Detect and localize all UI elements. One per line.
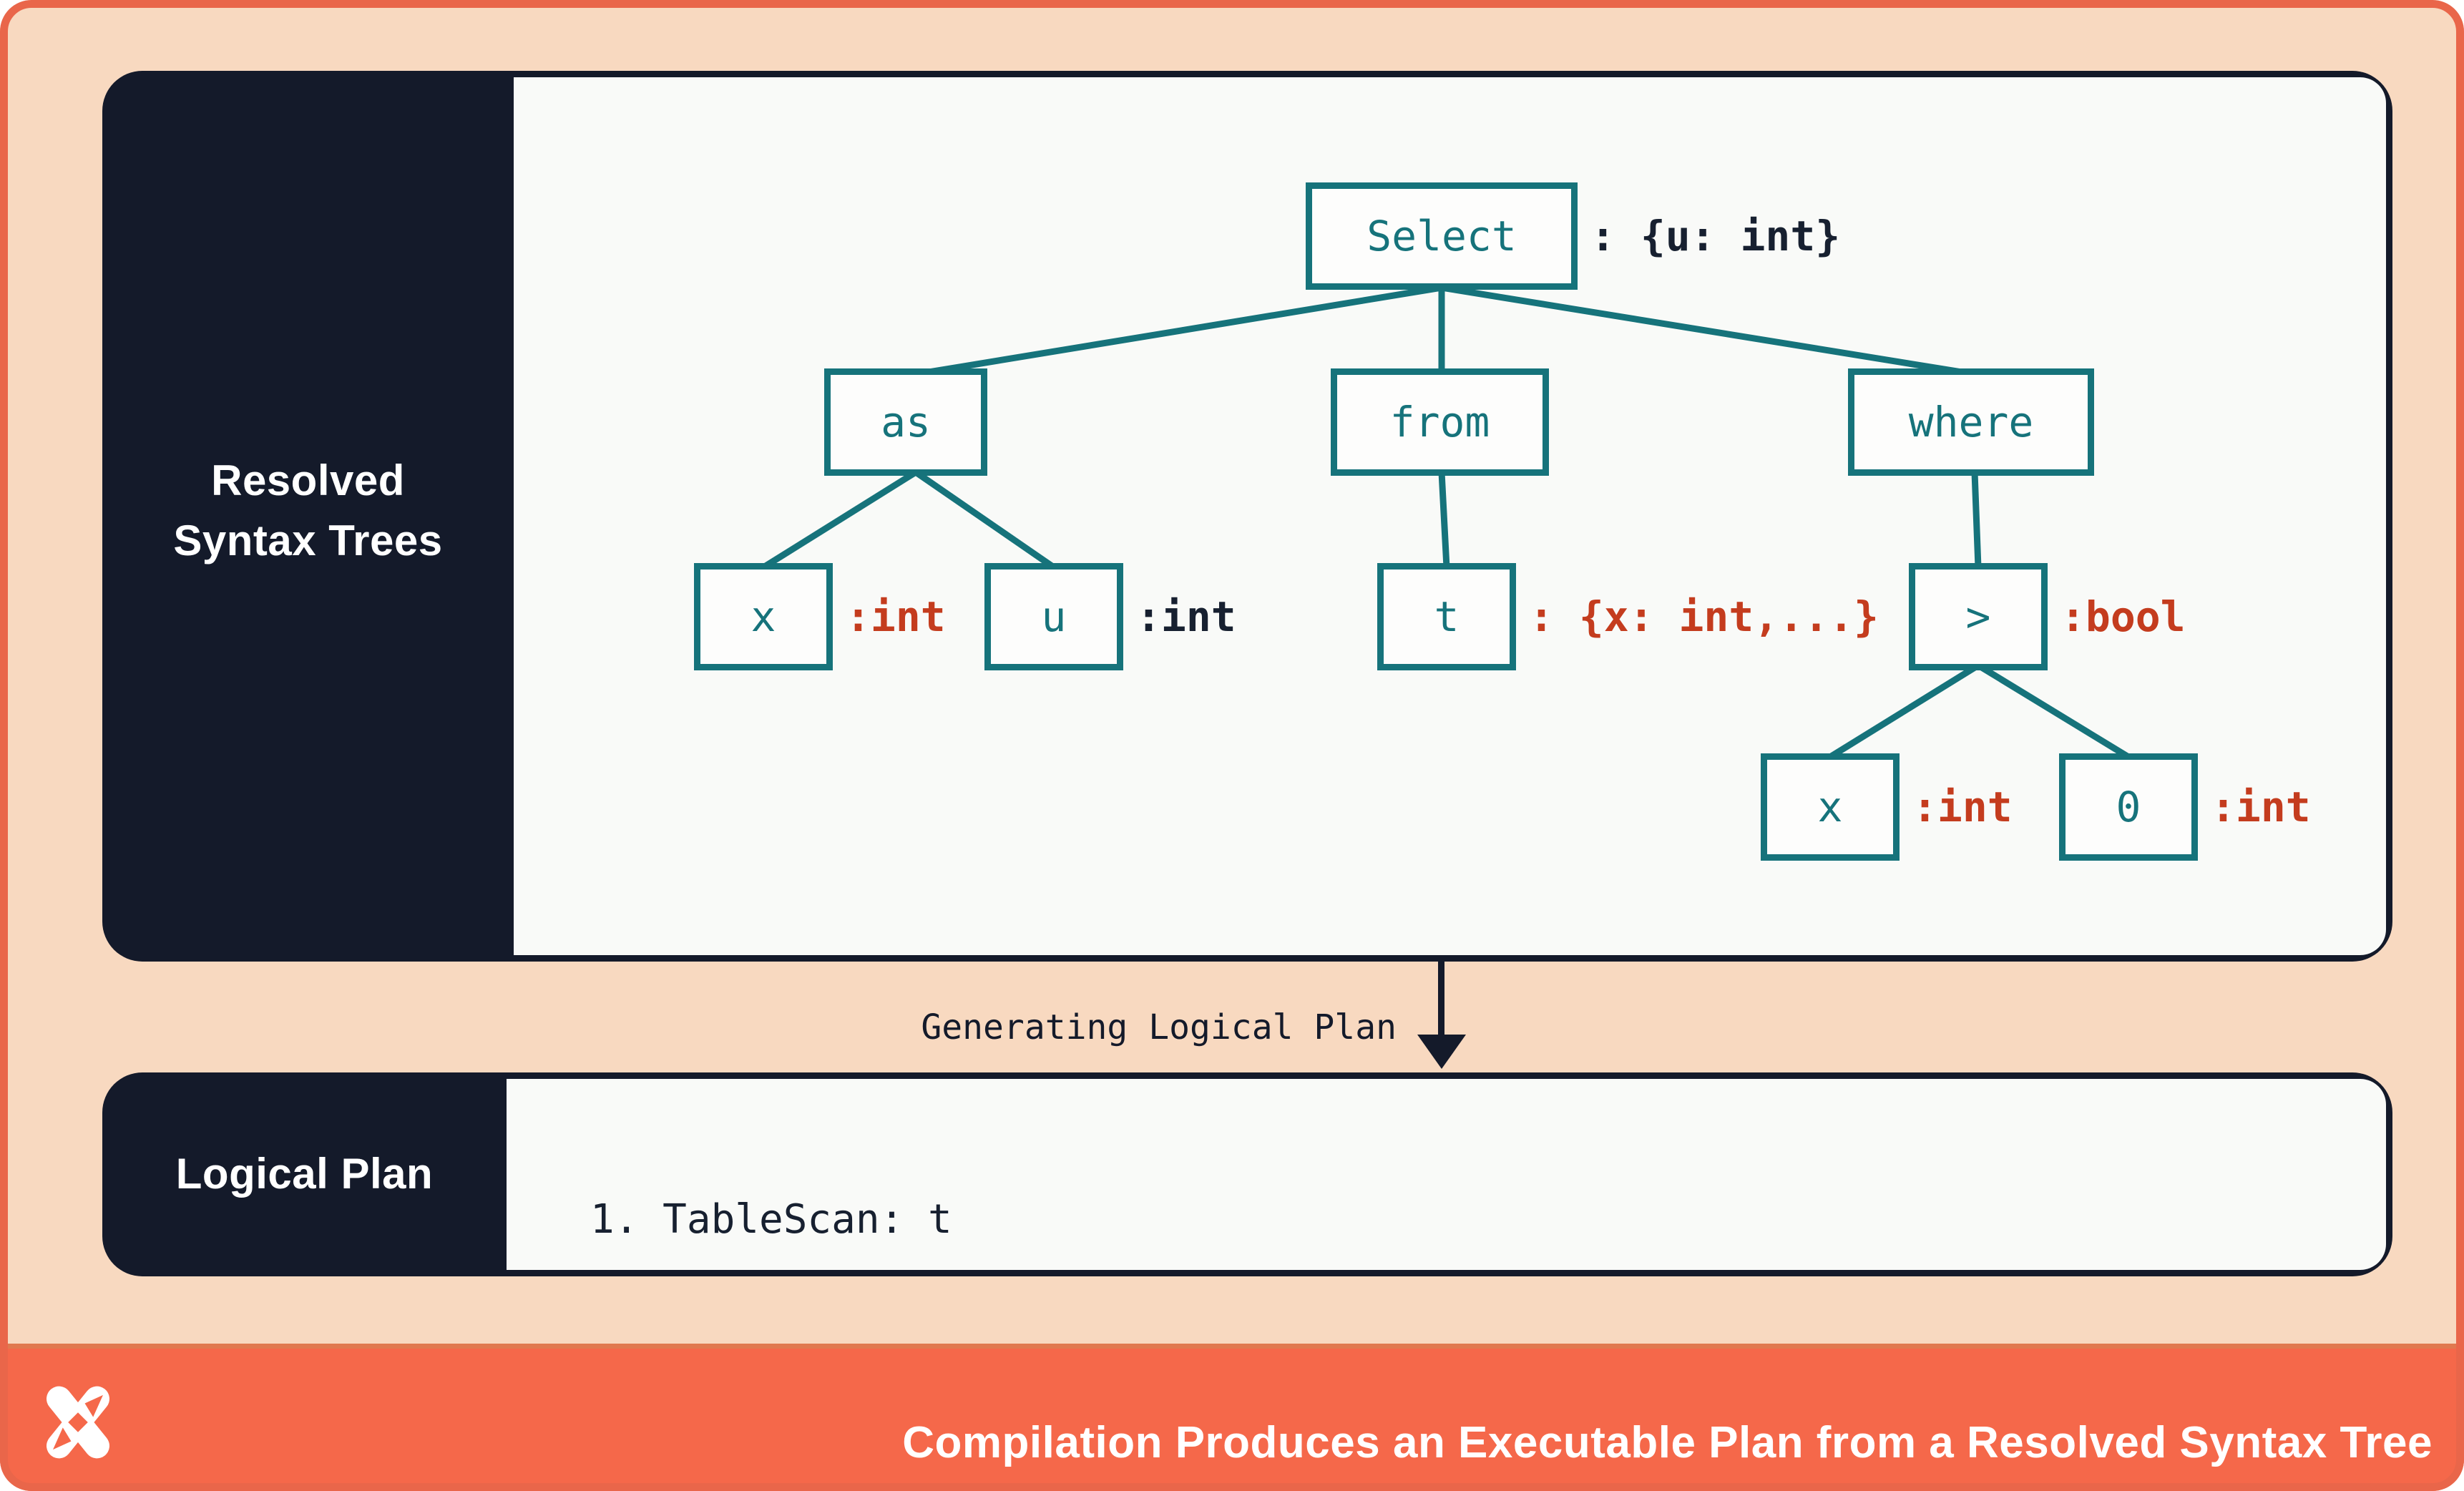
type-annotation-zero: :int <box>2211 783 2311 831</box>
brand-x-logo-icon <box>47 1386 109 1459</box>
type-annotation-select: : {u: int} <box>1590 212 1841 260</box>
tree-node-t: t <box>1377 563 1516 670</box>
tree-node-u: u <box>984 563 1123 670</box>
tree-node-from: from <box>1331 368 1549 476</box>
transition-label: Generating Logical Plan <box>921 1007 1397 1047</box>
tree-node-select: Select <box>1306 182 1578 290</box>
resolved-panel-title: Resolved Syntax Trees <box>102 451 514 571</box>
tree-node-zero: 0 <box>2059 753 2198 861</box>
tree-node-gt: > <box>1909 563 2048 670</box>
tree-node-x-cmp: x <box>1761 753 1900 861</box>
logical-plan-panel <box>102 1072 2392 1276</box>
plan-step: 1. TableScan: t <box>590 1196 952 1243</box>
type-annotation-x-cmp: :int <box>1912 783 2013 831</box>
down-arrow-icon <box>1417 1035 1466 1069</box>
footer-title: Compilation Produces an Executable Plan … <box>902 1418 2433 1467</box>
footer-bar: Compilation Produces an Executable Plan … <box>0 1344 2464 1491</box>
logical-plan-area <box>507 1079 2386 1270</box>
logical-plan-title: Logical Plan <box>175 1150 434 1198</box>
type-annotation-gt: :bool <box>2060 592 2186 641</box>
resolved-panel-title-line2: Syntax Trees <box>173 517 443 564</box>
down-arrow-shaft <box>1438 962 1444 1037</box>
tree-node-x-as: x <box>694 563 833 670</box>
tree-node-where: where <box>1848 368 2094 476</box>
type-annotation-u: :int <box>1136 592 1236 641</box>
resolved-panel-title-line1: Resolved <box>211 456 405 504</box>
type-annotation-x-as: :int <box>846 592 946 641</box>
type-annotation-t: : {x: int,...} <box>1529 592 1879 641</box>
tree-node-as: as <box>824 368 987 476</box>
